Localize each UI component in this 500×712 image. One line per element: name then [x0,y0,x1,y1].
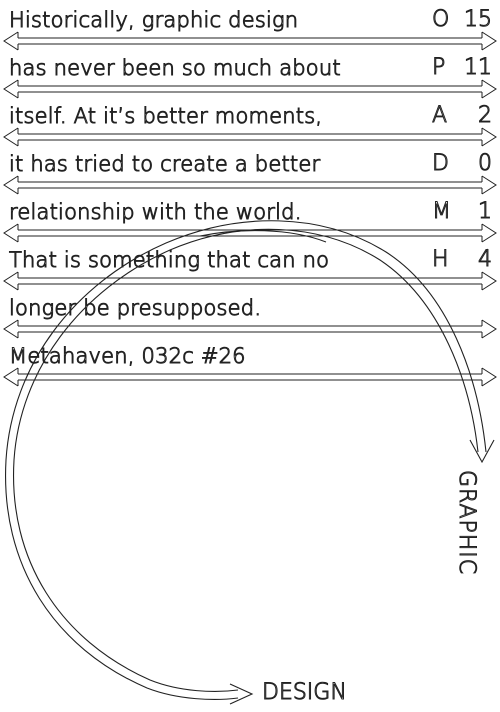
double-headed-arrow-icon [3,175,497,195]
double-headed-arrow-icon [3,31,497,51]
circular-arrow-icon [5,220,495,705]
double-headed-arrow-icon [3,271,497,291]
double-headed-arrow-icon [3,367,497,387]
double-headed-arrow-icon [3,223,497,243]
double-headed-arrow-icon [3,127,497,147]
row-dividers [3,31,497,387]
double-headed-arrow-icon [3,319,497,339]
double-headed-arrow-icon [3,79,497,99]
